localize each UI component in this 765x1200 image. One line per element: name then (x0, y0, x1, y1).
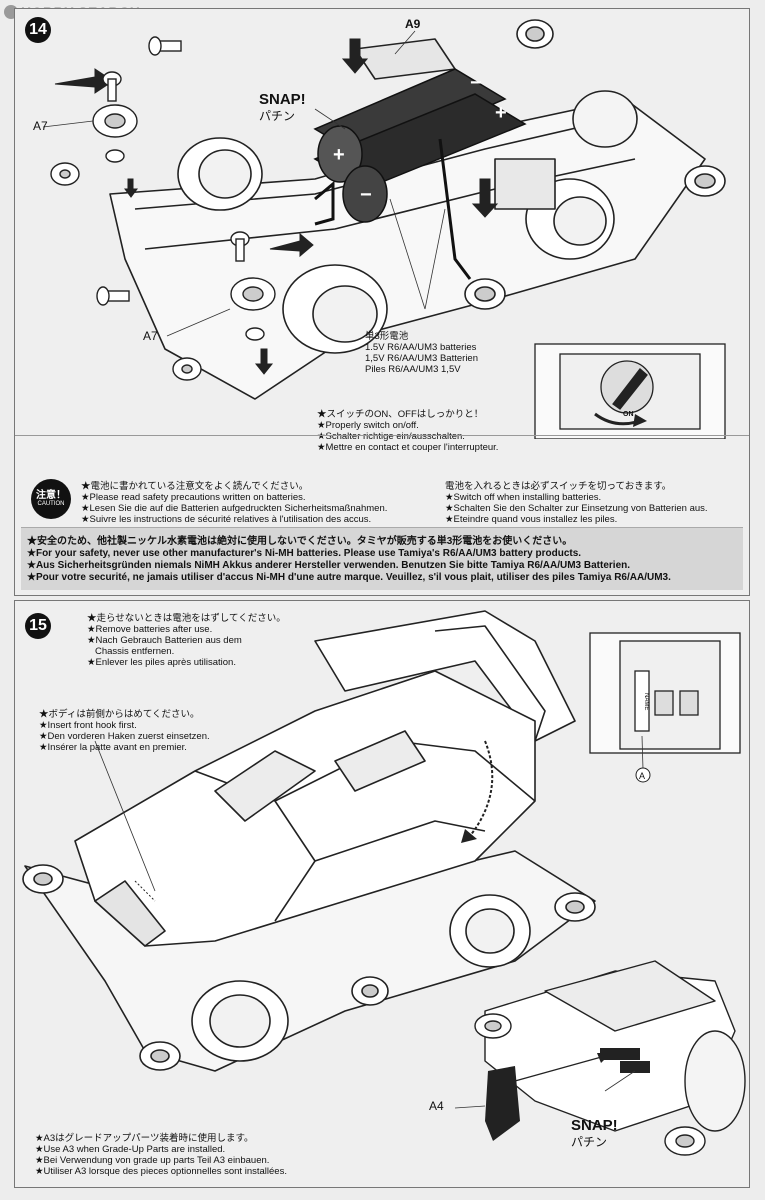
snap-text-jp: パチン (259, 109, 296, 123)
body-note-line: ★Insérer la patte avant en premier. (39, 742, 187, 753)
caution-line: ★Eteindre quand vous installez les piles… (445, 514, 618, 525)
switch-note-line: ★Properly switch on/off. (317, 420, 419, 431)
switch-note-line: ★Schalter richtige ein/ausschalten. (317, 431, 465, 442)
a3-note-line: ★Bei Verwendung von grade up parts Teil … (35, 1155, 270, 1166)
warning-line: ★Aus Sicherheitsgründen niemals NiMH Akk… (27, 560, 631, 571)
a3-note: ★A3はグレードアップパーツ装着時に使用します。 ★Use A3 when Gr… (35, 1133, 287, 1177)
snap-text-15: SNAP! (571, 1117, 618, 1134)
step-15-panel: 15 (14, 600, 750, 1188)
snap-callout-15: SNAP! パチン (571, 1117, 618, 1151)
remove-note-line: ★Remove batteries after use. (87, 624, 213, 635)
battery-note-line: 単3形電池 (365, 331, 409, 342)
warning-line: ★For your safety, never use other manufa… (27, 548, 582, 559)
switch-note: ★スイッチのON、OFFはしっかりと！ ★Properly switch on/… (317, 409, 498, 453)
svg-text:+: + (495, 102, 507, 124)
caution-badge-jp: 注意！ (36, 490, 66, 501)
step-14-panel: 14 (14, 8, 750, 596)
callout-a: A (639, 771, 645, 781)
caution-line: ★電池に書かれている注意文をよく読んでください。 (81, 481, 309, 492)
remove-note-line: ★Nach Gebrauch Batterien aus dem (87, 635, 242, 646)
caution-line: ★Lesen Sie die auf die Batterien aufgedr… (81, 503, 388, 514)
name-label: NAME (643, 693, 649, 710)
caution-line: ★Switch off when installing batteries. (445, 492, 602, 503)
body-note-line: ★ボディは前側からはめてください。 (39, 709, 200, 720)
a3-note-line: ★Use A3 when Grade-Up Parts are installe… (35, 1144, 226, 1155)
label-a7-top: A7 (33, 119, 48, 133)
caution-section: 注意！ CAUTION ★電池に書かれている注意文をよく読んでください。 ★Pl… (15, 435, 749, 533)
body-hook-note: ★ボディは前側からはめてください。 ★Insert front hook fir… (39, 709, 210, 753)
svg-text:+: + (333, 144, 345, 166)
snap-callout: SNAP! パチン (259, 91, 306, 125)
battery-note-line: 1,5V R6/AA/UM3 Batterien (365, 353, 478, 364)
caution-badge: 注意！ CAUTION (31, 479, 71, 519)
svg-text:−: − (470, 72, 482, 94)
remove-note-line: ★Enlever les piles après utilisation. (87, 657, 236, 668)
label-a7-bottom: A7 (143, 329, 158, 343)
step-number-14: 14 (25, 17, 51, 43)
a3-note-line: ★A3はグレードアップパーツ装着時に使用します。 (35, 1133, 254, 1144)
step-number-15: 15 (25, 613, 51, 639)
snap-text: SNAP! (259, 91, 306, 108)
svg-text:−: − (360, 184, 372, 206)
step-14-illustration: + − − + (42, 19, 726, 439)
battery-note-line: Piles R6/AA/UM3 1,5V (365, 364, 461, 375)
warning-text: ★安全のため、他社製ニッケル水素電池は絶対に使用しないでください。タミヤが販売す… (27, 536, 671, 584)
remove-note-line: Chassis entfernen. (95, 646, 175, 657)
step-15-illustration: NAME A (22, 610, 746, 1156)
remove-batteries-note: ★走らせないときは電池をはずしてください。 ★Remove batteries … (87, 613, 286, 668)
switch-on-label: ON (623, 411, 634, 418)
body-note-line: ★Insert front hook first. (39, 720, 137, 731)
a3-note-line: ★Utiliser A3 lorsque des pieces optionne… (35, 1166, 287, 1177)
caution-line: ★Please read safety precautions written … (81, 492, 306, 503)
battery-note: 単3形電池 1.5V R6/AA/UM3 batteries 1,5V R6/A… (365, 331, 478, 375)
caution-right-text: 電池を入れるときは必ずスイッチを切っておきます。 ★Switch off whe… (445, 481, 708, 525)
body-note-line: ★Den vorderen Haken zuerst einsetzen. (39, 731, 210, 742)
label-a4: A4 (429, 1099, 444, 1113)
warning-line: ★Pour votre securité, ne jamais utiliser… (27, 572, 671, 583)
remove-note-line: ★走らせないときは電池をはずしてください。 (87, 613, 286, 624)
caution-line: ★Schalten Sie den Schalter zur Einsetzun… (445, 503, 708, 514)
caution-line: ★Suivre les instructions de sécurité rel… (81, 514, 372, 525)
warning-line: ★安全のため、他社製ニッケル水素電池は絶対に使用しないでください。タミヤが販売す… (27, 536, 573, 547)
switch-note-line: ★スイッチのON、OFFはしっかりと！ (317, 409, 484, 420)
warning-bar: ★安全のため、他社製ニッケル水素電池は絶対に使用しないでください。タミヤが販売す… (21, 527, 743, 590)
caution-left-text: ★電池に書かれている注意文をよく読んでください。 ★Please read sa… (81, 481, 387, 525)
caution-line: 電池を入れるときは必ずスイッチを切っておきます。 (445, 481, 672, 492)
caution-badge-en: CAUTION (37, 501, 65, 507)
label-a9: A9 (405, 17, 421, 31)
snap-text-jp-15: パチン (571, 1135, 608, 1149)
switch-note-line: ★Mettre en contact et couper l'interrupt… (317, 442, 499, 453)
battery-note-line: 1.5V R6/AA/UM3 batteries (365, 342, 477, 353)
